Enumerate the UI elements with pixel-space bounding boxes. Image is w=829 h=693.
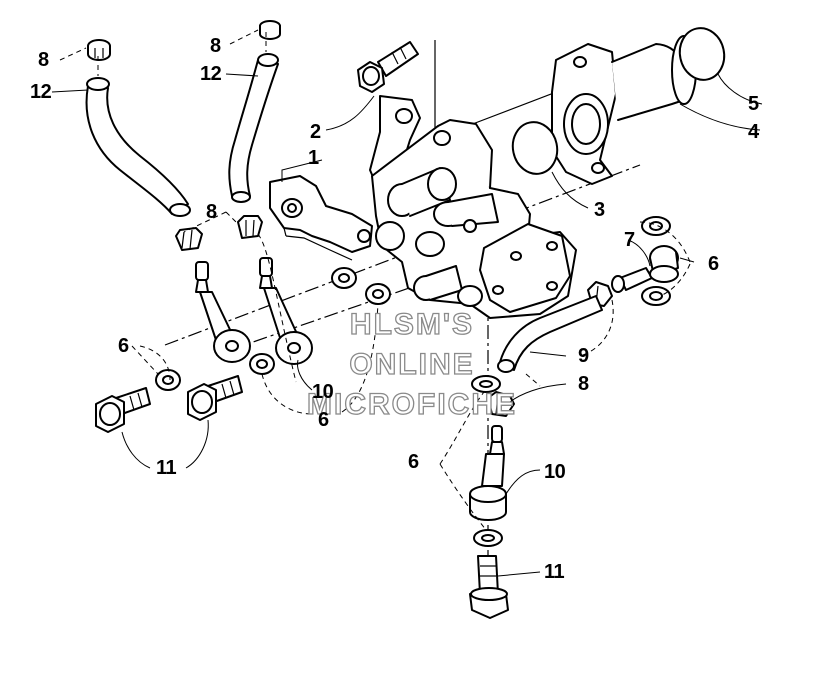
callout-6-left: 6 (118, 335, 129, 357)
callout-3: 3 (594, 199, 605, 221)
washer-center-upper-a (331, 267, 357, 289)
bracket-bolt (357, 41, 419, 93)
o-ring-3 (511, 121, 559, 175)
banjo-fitting-center (259, 257, 313, 365)
callout-11-left: 11 (156, 457, 177, 479)
banjo-bolt-center (187, 375, 243, 421)
banjo-fitting-lower (469, 425, 507, 521)
callout-4: 4 (748, 121, 760, 143)
callout-5: 5 (748, 93, 759, 115)
washer-center-lower (249, 353, 275, 375)
callout-6-right: 6 (708, 253, 719, 275)
fuel-hose-right-lower (497, 295, 603, 373)
callout-9: 9 (578, 345, 589, 367)
watermark: HLSM'S ONLINE MICROFICHE (306, 307, 517, 421)
callout-12-right: 12 (200, 63, 222, 85)
callout-7: 7 (624, 229, 635, 251)
pump-body (357, 119, 577, 319)
hose-clamp-mid-right (237, 215, 263, 239)
washer-right-top (641, 216, 671, 236)
banjo-fitting-left (195, 261, 251, 363)
banjo-bolt-right (611, 267, 653, 293)
banjo-fitting-right (649, 245, 679, 283)
callout-8-mid: 8 (206, 201, 217, 223)
banjo-bolt-left (95, 387, 151, 433)
hose-clamp-top-left (87, 39, 111, 61)
callout-8-lower: 8 (578, 373, 589, 395)
fuel-hose-right (228, 53, 279, 203)
watermark-line-2: ONLINE (349, 348, 474, 381)
callout-10-lower: 10 (544, 461, 566, 483)
washer-lower-bottom (473, 529, 503, 547)
banjo-bolt-lower (469, 555, 509, 619)
callout-12-left: 12 (30, 81, 52, 103)
hose-clamp-top-right (259, 20, 281, 40)
callout-1: 1 (308, 147, 319, 169)
filter-housing (551, 35, 697, 185)
mounting-bracket (269, 175, 373, 261)
callout-labels: 1 2 3 4 5 6 6 6 6 7 8 8 8 8 9 10 10 11 1… (30, 35, 761, 583)
callout-6-center: 6 (318, 409, 329, 431)
washer-center-upper-b (365, 283, 391, 305)
leader-lines (51, 73, 763, 577)
washer-lower-top (471, 375, 501, 393)
washer-left (155, 369, 181, 391)
watermark-line-1: HLSM'S (350, 308, 474, 341)
callout-10-left: 10 (312, 381, 334, 403)
callout-6-lower: 6 (408, 451, 419, 473)
callout-8-top-right: 8 (210, 35, 221, 57)
watermark-line-3: MICROFICHE (307, 388, 517, 421)
callout-2: 2 (310, 121, 321, 143)
callout-8-top-left: 8 (38, 49, 49, 71)
o-ring-5 (678, 27, 726, 81)
callout-11-lower: 11 (544, 561, 565, 583)
washer-right-bottom (641, 286, 671, 306)
hose-clamp-lower (487, 391, 515, 417)
fuel-hose-left (85, 77, 191, 217)
dashed-brackets (59, 29, 691, 531)
hose-clamp-mid-left (175, 227, 203, 251)
